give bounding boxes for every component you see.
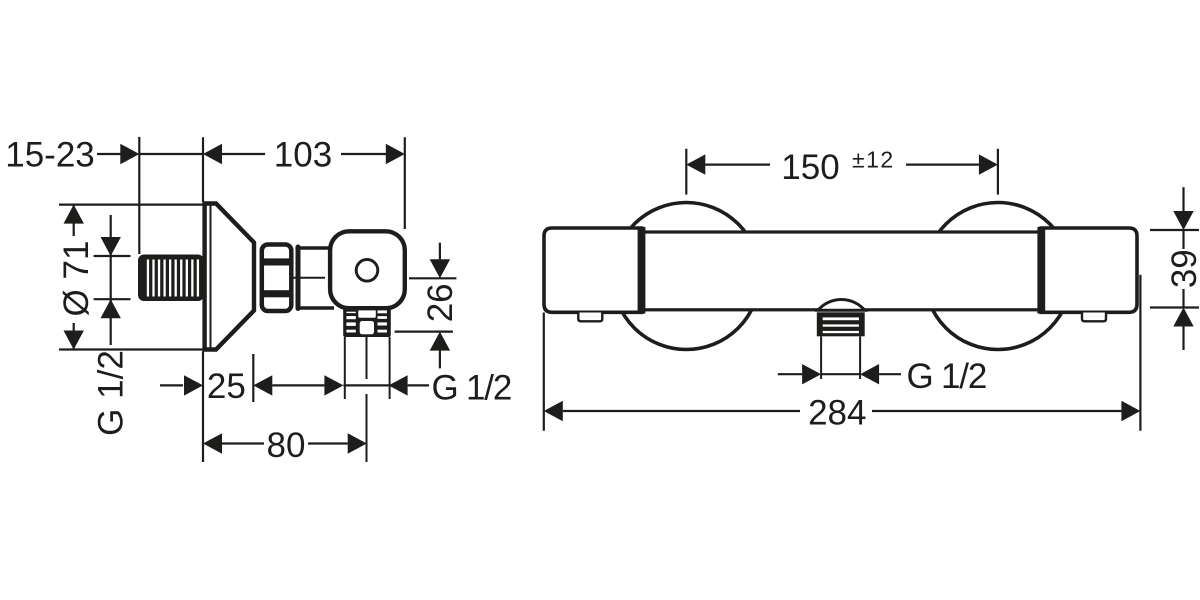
svg-text:Ø 71: Ø 71 (57, 241, 96, 317)
svg-text:G 1/2: G 1/2 (906, 357, 986, 396)
svg-text:284: 284 (808, 393, 866, 432)
svg-text:±12: ±12 (852, 147, 895, 173)
svg-text:G 1/2: G 1/2 (431, 369, 511, 408)
svg-text:G 1/2: G 1/2 (92, 350, 131, 436)
svg-text:26: 26 (421, 283, 460, 322)
svg-text:15-23: 15-23 (5, 136, 95, 175)
svg-text:150: 150 (781, 148, 839, 187)
svg-text:25: 25 (207, 367, 246, 406)
svg-text:80: 80 (267, 426, 306, 465)
svg-text:103: 103 (274, 136, 332, 175)
svg-text:39: 39 (1165, 249, 1200, 288)
